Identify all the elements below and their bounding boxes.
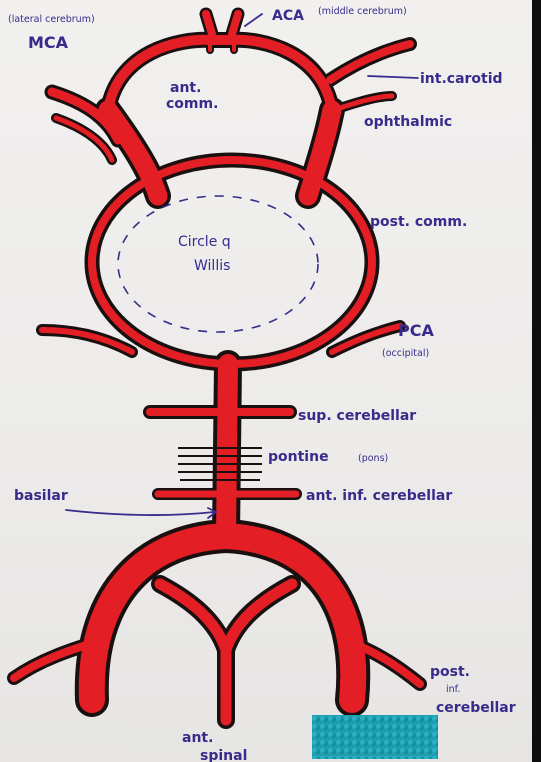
label-pontine-note: (pons) <box>358 453 388 464</box>
label-ant-spinal-2: spinal <box>200 748 247 762</box>
label-ant-spinal-1: ant. <box>182 730 213 746</box>
label-ant-comm-2: comm. <box>166 96 218 112</box>
label-post-comm: post. comm. <box>370 214 467 230</box>
label-mca: MCA <box>28 33 69 52</box>
label-circle-2: Willis <box>194 258 230 274</box>
label-post-inf-1: post. <box>430 664 470 680</box>
label-mca-note: (lateral cerebrum) <box>8 14 95 25</box>
label-pca: PCA <box>398 321 434 340</box>
label-aca-note: (middle cerebrum) <box>318 6 407 17</box>
label-ant-comm-1: ant. <box>170 80 201 96</box>
pontine-bands <box>178 447 262 481</box>
label-pca-note: (occipital) <box>382 348 429 359</box>
label-basilar: basilar <box>14 488 68 504</box>
label-aca: ACA <box>272 8 304 24</box>
label-post-inf-3: cerebellar <box>436 700 516 716</box>
circle-of-willis-dashed-outline <box>117 195 319 333</box>
pointer-lines <box>65 13 419 519</box>
redaction-block <box>312 715 438 759</box>
label-circle-1: Circle q <box>178 234 231 250</box>
label-post-inf-2: inf. <box>446 684 460 695</box>
label-int-carotid: int.carotid <box>420 71 503 87</box>
label-pontine: pontine <box>268 449 329 465</box>
label-ophthalmic: ophthalmic <box>364 114 452 130</box>
label-sup-cerebellar: sup. cerebellar <box>298 408 416 424</box>
artery-fills <box>10 10 424 726</box>
label-ant-inf-cerebellar: ant. inf. cerebellar <box>306 488 452 504</box>
